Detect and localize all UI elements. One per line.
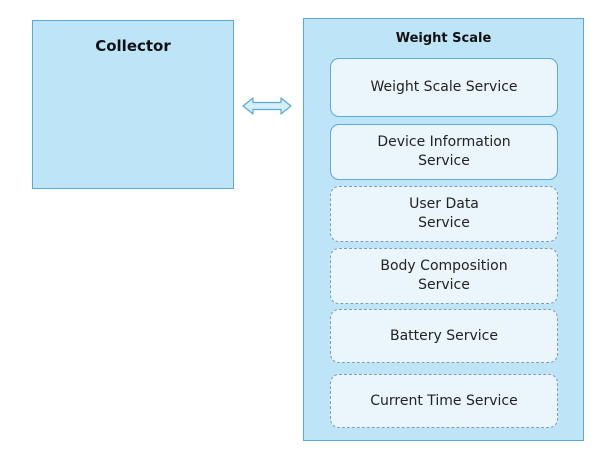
service-current-time: Current Time Service (330, 374, 558, 428)
service-body-composition: Body Composition Service (330, 248, 558, 304)
collector-title: Collector (95, 37, 171, 55)
service-battery: Battery Service (330, 309, 558, 363)
bidirectional-arrow (242, 97, 292, 115)
weight-scale-title: Weight Scale (395, 31, 492, 46)
weight-scale-box: Weight Scale Weight Scale Service Device… (303, 18, 584, 441)
service-user-data: User Data Service (330, 186, 558, 242)
collector-box: Collector (32, 20, 234, 189)
service-device-information: Device Information Service (330, 124, 558, 180)
service-weight-scale: Weight Scale Service (330, 58, 558, 117)
